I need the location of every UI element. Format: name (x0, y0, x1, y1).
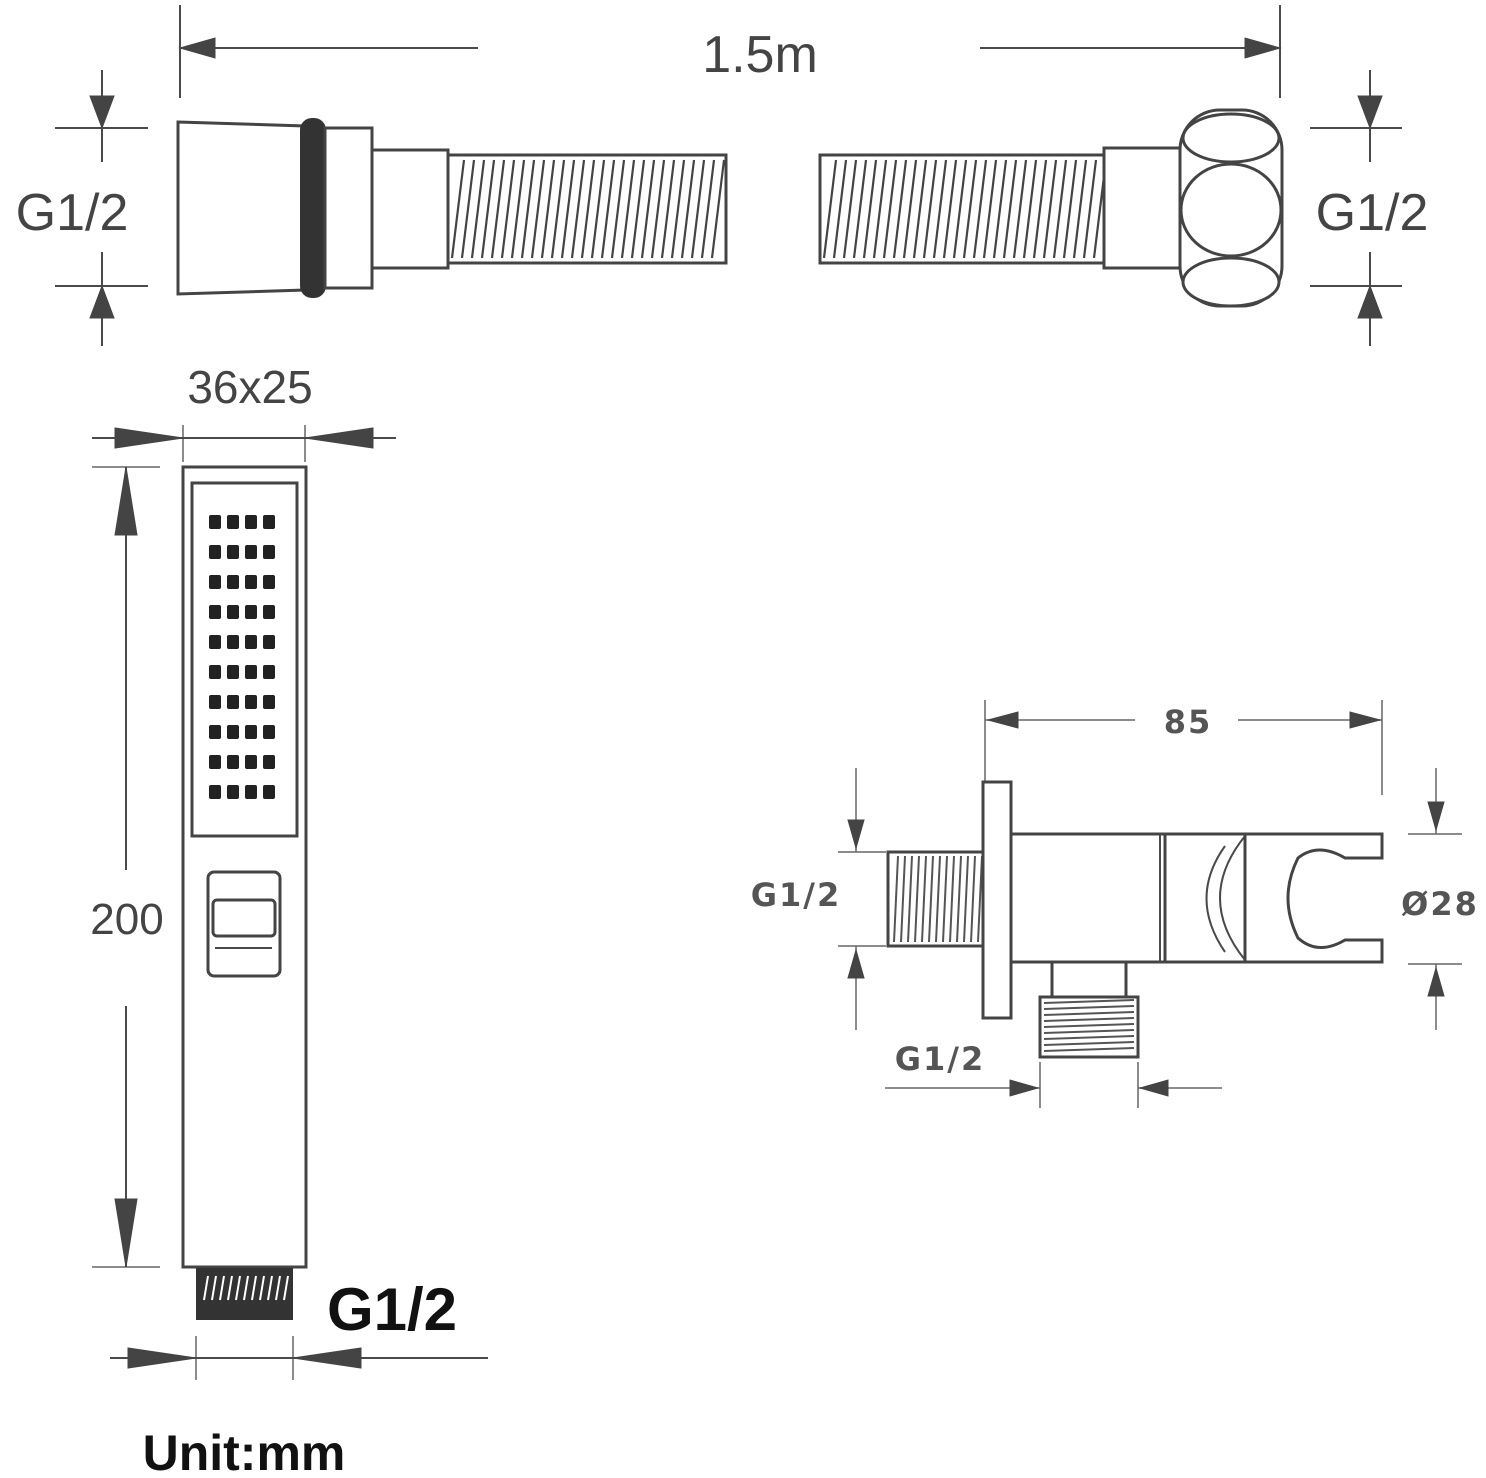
arrow-up-icon (1357, 284, 1383, 319)
arrow-right-icon (1009, 1079, 1040, 1097)
handshower-thread-label: G1/2 (327, 1276, 457, 1343)
arrow-right-icon (1349, 711, 1382, 729)
hose-length-label: 1.5m (702, 26, 818, 84)
arrow-right-icon (1244, 37, 1282, 59)
hose-right-thread-label: G1/2 (1316, 184, 1429, 242)
arrow-left-icon (178, 37, 216, 59)
handshower-drawing: 36x25 200 G1/2 (90, 361, 488, 1380)
arrow-down-icon (114, 1198, 138, 1268)
arrow-left-icon (986, 711, 1019, 729)
bracket-outlet-label: G1/2 (895, 1040, 985, 1078)
arrow-up-icon (847, 948, 865, 979)
arrow-left-icon (304, 427, 374, 449)
arrow-down-icon (847, 819, 865, 850)
arrow-up-icon (114, 466, 138, 536)
hose-drawing: 1.5m G1/2 G1/2 (16, 5, 1429, 346)
arrow-down-icon (1357, 95, 1383, 130)
bracket-width-label: 85 (1164, 703, 1213, 741)
arrow-down-icon (89, 95, 115, 130)
arrow-up-icon (89, 284, 115, 319)
arrow-right-icon (114, 427, 184, 449)
arrow-down-icon (1427, 801, 1445, 832)
unit-label: Unit:mm (143, 1425, 346, 1478)
handshower-length-label: 200 (90, 895, 163, 944)
arrow-right-icon (127, 1347, 197, 1369)
bracket-drawing: 85 G1/2 G1/2 (751, 700, 1479, 1108)
handshower-section-label: 36x25 (187, 361, 312, 413)
bracket-diameter-label: Ø28 (1401, 885, 1479, 923)
arrow-up-icon (1427, 966, 1445, 997)
arrow-left-icon (292, 1347, 362, 1369)
bracket-inlet-label: G1/2 (751, 876, 841, 914)
arrow-left-icon (1138, 1079, 1169, 1097)
hose-left-thread-label: G1/2 (16, 184, 129, 242)
